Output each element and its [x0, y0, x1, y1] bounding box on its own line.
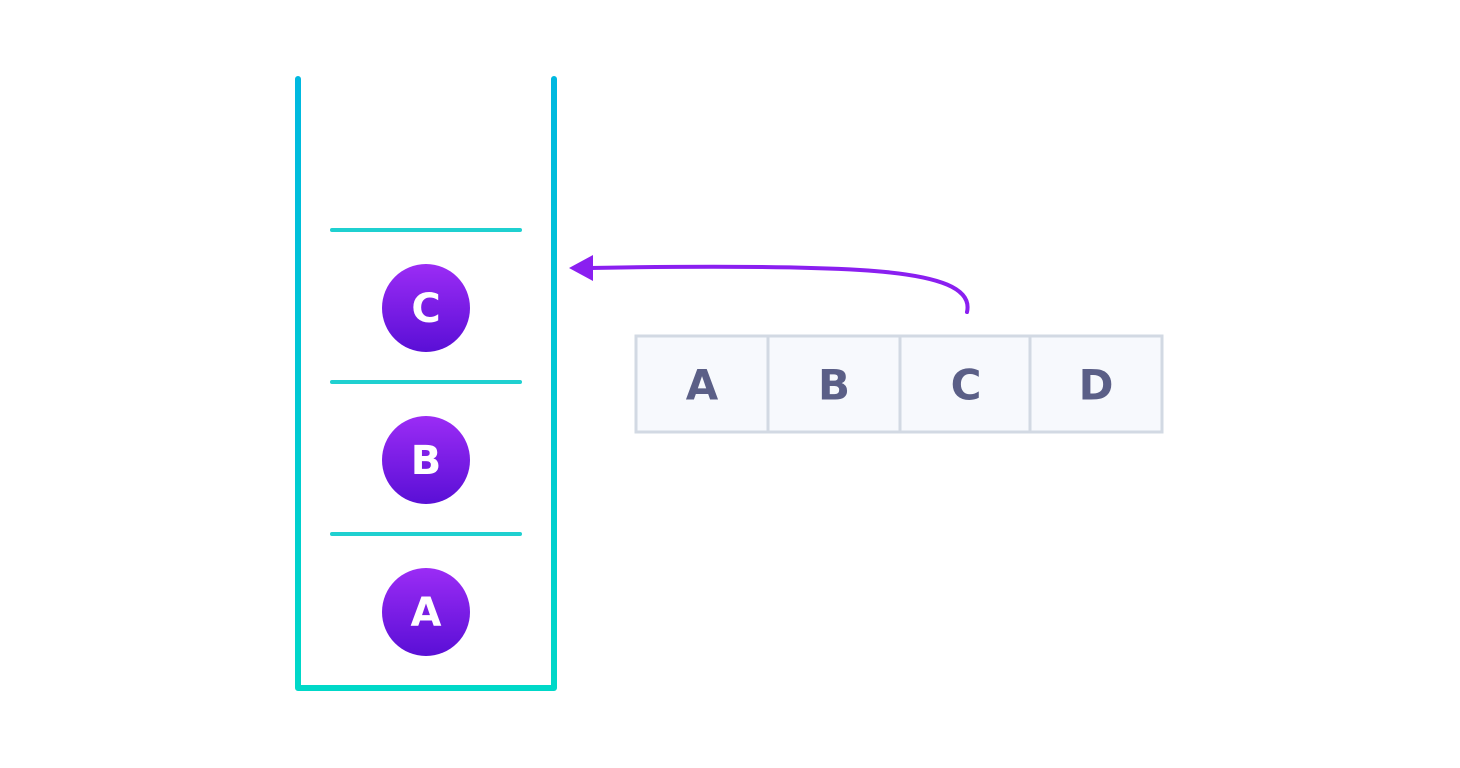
input-array: A B C D	[634, 334, 1164, 434]
stack-node-label: B	[411, 438, 442, 484]
stack-node-circle	[382, 264, 470, 352]
push-arrow	[569, 255, 970, 314]
stack-node-b: B	[382, 416, 470, 504]
stack-container	[295, 76, 557, 691]
array-cell	[766, 334, 902, 434]
push-arrow-head-icon	[569, 255, 593, 281]
array-cell-label: B	[818, 361, 850, 410]
array-cell-label: D	[1079, 361, 1114, 410]
stack-node-a: A	[382, 568, 470, 656]
push-arrow-line	[588, 264, 970, 314]
array-cell-label: C	[951, 361, 982, 410]
array-cell	[898, 334, 1032, 434]
stack-node-c: C	[382, 264, 470, 352]
stack-node-circle	[382, 416, 470, 504]
stack-node-label: A	[411, 590, 442, 636]
stack-node-label: C	[411, 286, 440, 332]
array-cell	[1028, 334, 1164, 434]
stack-node-circle	[382, 568, 470, 656]
array-cell-label: A	[686, 361, 719, 410]
